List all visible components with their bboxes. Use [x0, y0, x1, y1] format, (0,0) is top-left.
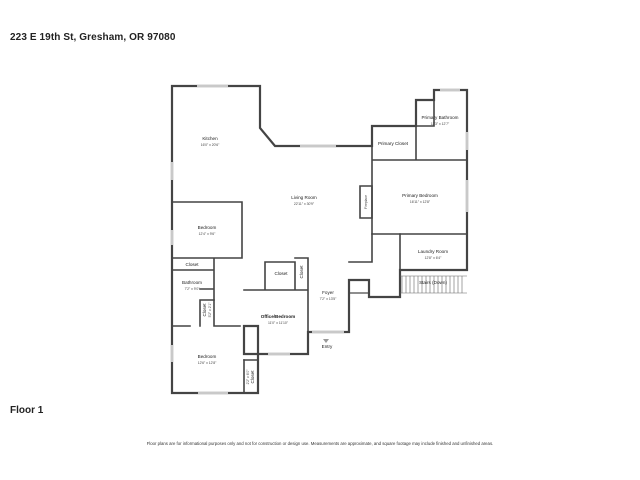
primary-bedroom-label: Primary Bedroom [402, 193, 438, 198]
foyer-dims: 7'2" x 13'5" [320, 297, 338, 301]
bedroom-1-dims: 12'4" x 9'6" [199, 232, 217, 236]
living-room-dims: 22'11" x 30'9" [294, 202, 315, 206]
bedroom-2-walls [243, 353, 259, 394]
entry-label: Entry [322, 344, 333, 349]
stairs-label: Stairs (Down) [419, 280, 447, 285]
bedroom-2-label: Bedroom [198, 354, 217, 359]
office-bedroom-label: Office/Bedroom [261, 314, 295, 319]
exterior-walls [170, 84, 469, 395]
primary-bathroom-dims: 11'3" x 12'7" [431, 122, 450, 126]
primary-closet-label: Primary Closet [378, 141, 409, 146]
fireplace [359, 185, 373, 219]
laundry-room-dims: 12'8" x 6'4" [425, 256, 443, 260]
laundry-room-label: Laundry Room [418, 249, 448, 254]
primary-bathroom-label: Primary Bathroom [421, 115, 458, 120]
living-room-label: Living Room [291, 195, 317, 200]
laundry-walls [399, 233, 468, 271]
bedroom-2-dims: 12'6" x 12'8" [198, 361, 217, 365]
office-walls [243, 257, 309, 333]
bathroom-dims: 7'2" x 9'0" [185, 287, 201, 291]
closet-4-dims: 5'2" x 2'1" [208, 302, 212, 318]
entry-arrow-icon [323, 339, 329, 343]
kitchen-label: Kitchen [202, 136, 218, 141]
bathroom-label: Bathroom [182, 280, 202, 285]
disclaimer-text: Floor plans are for informational purpos… [146, 441, 494, 446]
closet-2-label: Closet [274, 271, 288, 276]
closet-5-label: Closet [250, 370, 255, 384]
closet-5-dims: 2'2" x 6'0" [246, 369, 250, 385]
closet-1-label: Closet [185, 262, 199, 267]
closet-3-label: Closet [299, 265, 304, 279]
primary-suite-walls [371, 99, 468, 235]
bedroom-1-walls [171, 201, 243, 327]
foyer-closet-box [348, 279, 370, 294]
listing-address: 223 E 19th St, Gresham, OR 97080 [10, 32, 176, 43]
primary-bedroom-dims: 16'11" x 12'8" [410, 200, 431, 204]
floor-label: Floor 1 [10, 405, 44, 416]
closet-4-walls [199, 299, 215, 327]
stairs-treads [400, 275, 467, 294]
foyer-walls [348, 233, 373, 281]
fireplace-label: Fireplace [364, 195, 368, 209]
closet-4-label: Closet [202, 303, 207, 317]
kitchen-dims: 16'0" x 20'6" [201, 143, 220, 147]
bedroom-1-label: Bedroom [198, 225, 217, 230]
office-bedroom-dims: 11'0" x 11'10" [268, 321, 289, 325]
foyer-label: Foyer [322, 290, 334, 295]
